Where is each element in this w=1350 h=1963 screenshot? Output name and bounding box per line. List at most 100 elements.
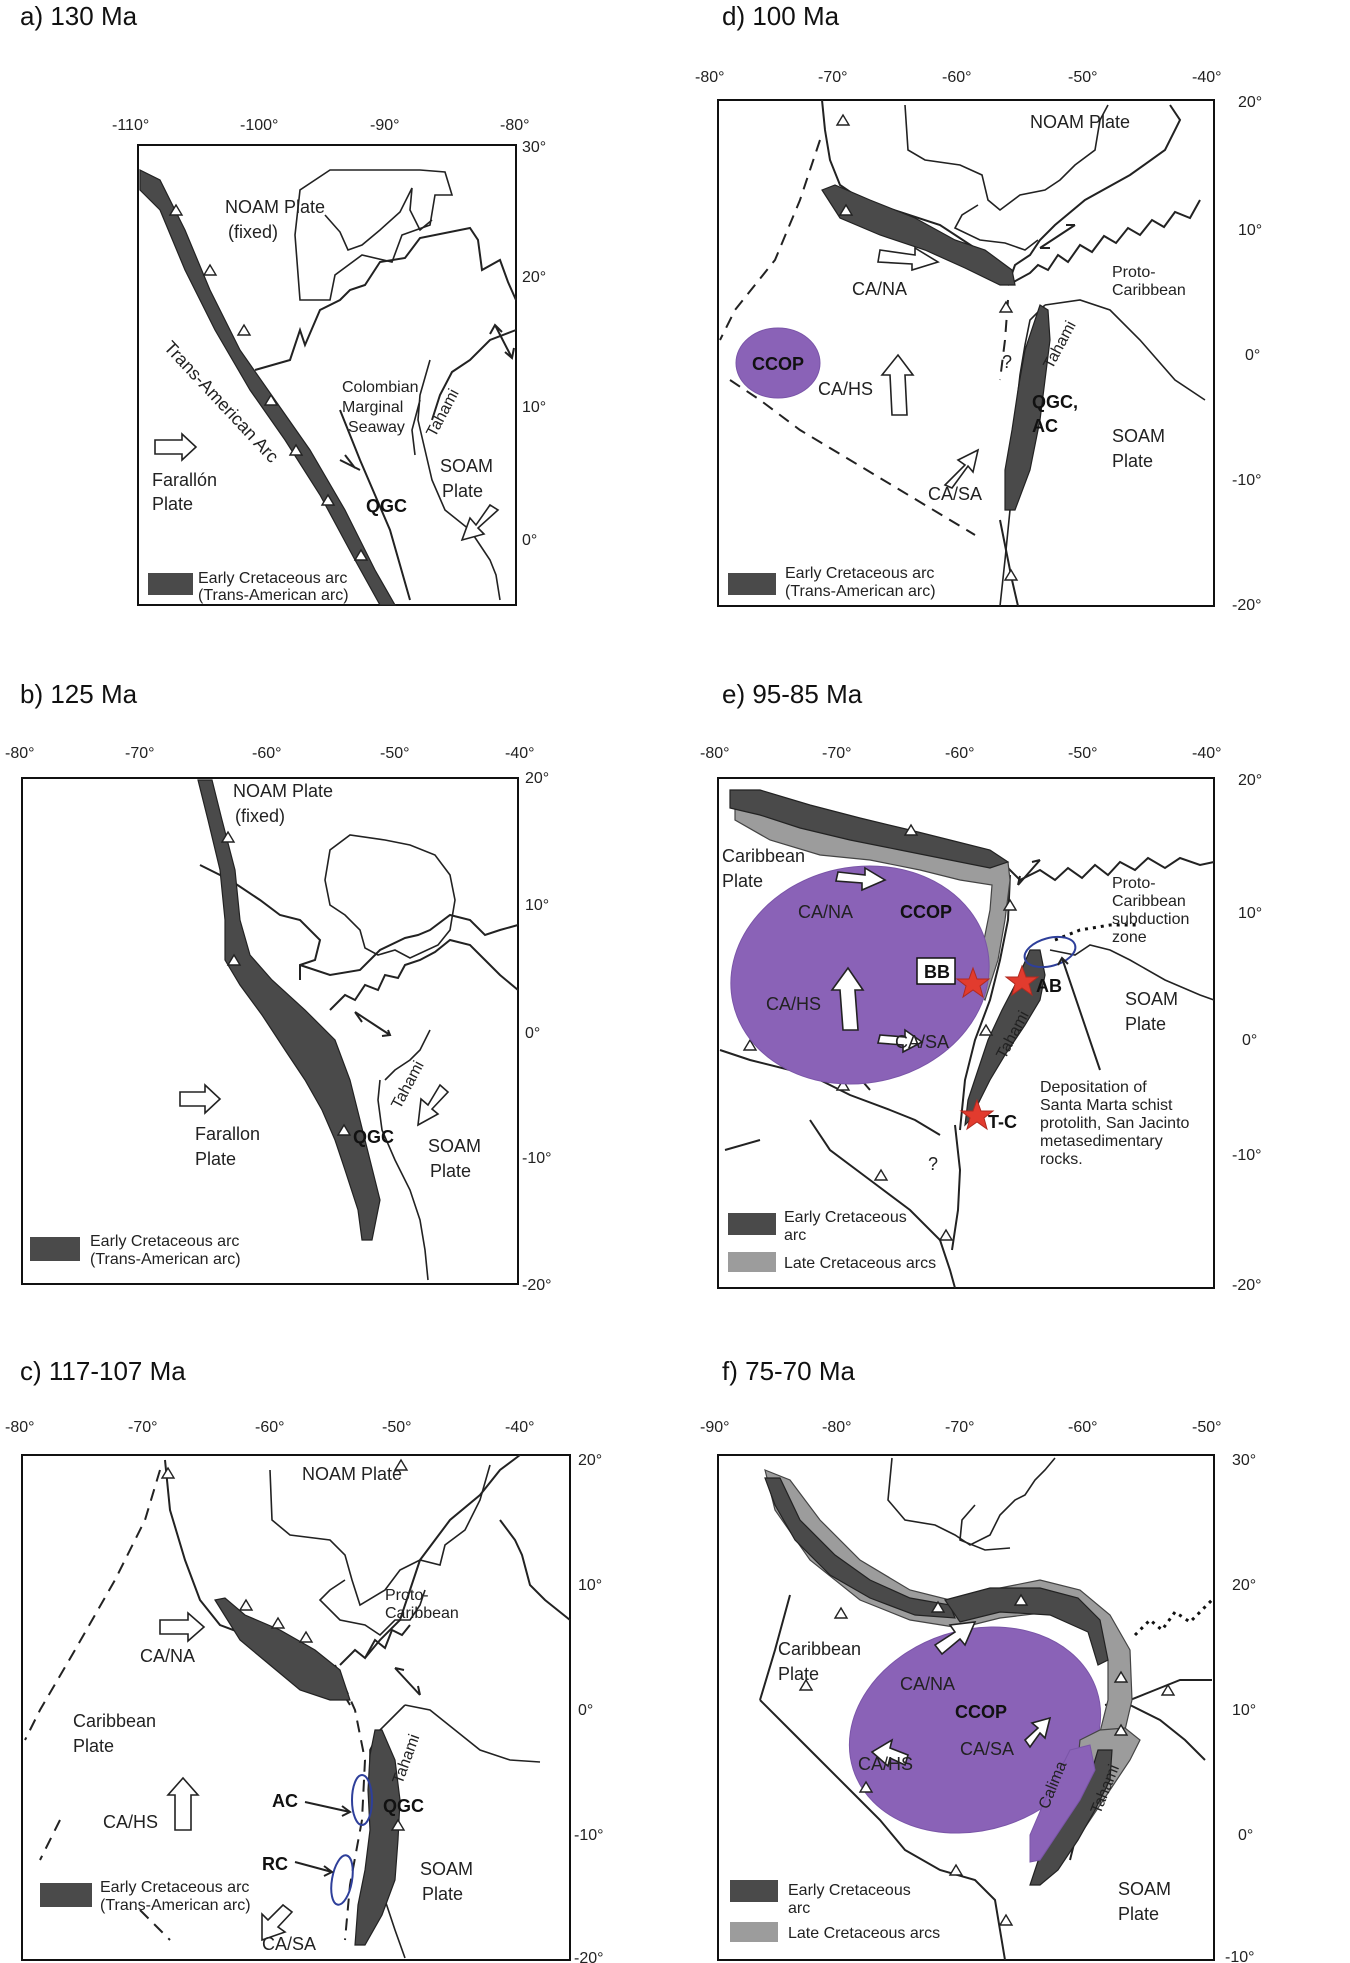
panel-c-ytick-1: 20° (578, 1452, 602, 1469)
panel-c-proto-1: Proto- (385, 1587, 429, 1604)
panel-e-legend-1b: arc (784, 1227, 806, 1244)
panel-c-casa-arrow-icon (261, 1903, 294, 1942)
panel-f: f) 75-70 Ma -90° -80° -70° -60° -50° 30°… (700, 1356, 1256, 1963)
panel-d-legend-swatch (728, 573, 776, 595)
panel-a-soam-1: SOAM (440, 456, 493, 476)
panel-b-xtick-3: -60° (252, 745, 282, 762)
panel-d-qgc-label: QGC, (1032, 392, 1078, 412)
panel-c-carib-1: Caribbean (73, 1711, 156, 1731)
panel-a-xtick-1: -110° (112, 117, 149, 134)
panel-f-soam-2: Plate (1118, 1904, 1159, 1924)
panel-c-rc-label: RC (262, 1854, 288, 1874)
panel-d-dashed-boundaries (719, 139, 1009, 536)
panel-d-proto-2: Caribbean (1112, 282, 1186, 299)
panel-b-ytick-2: 10° (525, 897, 549, 914)
panel-e-proto-4: zone (1112, 929, 1147, 946)
panel-c-qgc-label: QGC (383, 1796, 424, 1816)
panel-e-ccop-label: CCOP (900, 902, 952, 922)
panel-a-ytick-2: 20° (522, 269, 546, 286)
panel-f-dotted-ridge (1133, 1598, 1214, 1637)
panel-d-q-label: ? (1002, 352, 1012, 372)
panel-c-soam-2: Plate (422, 1884, 463, 1904)
panel-e-tc-star-icon (959, 1098, 995, 1131)
panel-e-legend-2: Late Cretaceous arcs (784, 1255, 936, 1272)
panel-b-soam-2: Plate (430, 1161, 471, 1181)
panel-a-seaway-line (339, 409, 411, 601)
panel-c-ac-ellipse (351, 1774, 373, 1826)
panel-f-subduction-teeth (798, 1593, 1176, 1926)
panel-a: a) 130 Ma -110° -100° -90° -80° 30° 20° … (20, 1, 546, 606)
panel-d-ytick-1: 20° (1238, 94, 1262, 111)
panel-c-label-arrows (294, 1801, 352, 1877)
panel-e-bb-star-icon (955, 966, 991, 999)
panel-c-legend-1: Early Cretaceous arc (100, 1879, 249, 1896)
panel-e-ab-star-icon (1004, 964, 1040, 997)
panel-a-plate-boundary (254, 226, 517, 371)
panel-f-calima-block (1029, 1744, 1096, 1863)
panel-a-subduction-teeth (168, 203, 369, 561)
panel-b-farallon-2: Plate (195, 1149, 236, 1169)
panel-e-ytick-2: 10° (1238, 905, 1262, 922)
panel-d-subduction-teeth (835, 113, 1019, 581)
panel-e-carib-2: Plate (722, 871, 763, 891)
panel-a-xtick-3: -90° (370, 117, 400, 134)
panel-a-farallon-2: Plate (152, 494, 193, 514)
panel-f-casa-label: CA/SA (960, 1739, 1014, 1759)
panel-d-ytick-4: -10° (1232, 472, 1262, 489)
panel-e-dep-4: metasedimentary (1040, 1133, 1163, 1150)
panel-c-casa-label: CA/SA (262, 1934, 316, 1954)
panel-a-cms-2: Marginal (342, 399, 403, 416)
panel-d-legend-2: (Trans-American arc) (785, 583, 936, 600)
panel-f-cana-label: CA/NA (900, 1674, 955, 1694)
panel-e-tc-label: T-C (988, 1112, 1017, 1132)
panel-d-ac-label: AC (1032, 416, 1058, 436)
panel-a-ytick-4: 0° (522, 532, 537, 549)
panel-c-xtick-1: -80° (5, 1419, 35, 1436)
panel-f-xtick-5: -50° (1192, 1419, 1222, 1436)
panel-b-xtick-4: -50° (380, 745, 410, 762)
panel-e-legend-swatch-late (728, 1252, 776, 1272)
panel-e-title: e) 95-85 Ma (722, 679, 863, 709)
panel-e-soam-coast (1049, 944, 1215, 1001)
panel-f-cahs-label: CA/HS (858, 1754, 913, 1774)
panel-c-xtick-3: -60° (255, 1419, 285, 1436)
panel-a-soam-boundary (431, 329, 517, 421)
panel-d-casa-arrow-icon (943, 448, 980, 489)
panel-c-cana-label: CA/NA (140, 1646, 195, 1666)
panel-e-casa-arrow-icon (876, 1028, 924, 1054)
panel-a-ytick-1: 30° (522, 139, 546, 156)
panel-c-noam-label: NOAM Plate (302, 1464, 402, 1484)
panel-d-noam-coast (904, 104, 1109, 212)
panel-f-xtick-1: -90° (700, 1419, 730, 1436)
panel-d-early-arc-north (821, 184, 1016, 286)
panel-a-noam-fixed: (fixed) (228, 222, 278, 242)
panel-c-xtick-5: -40° (505, 1419, 535, 1436)
panel-d-xtick-3: -60° (942, 69, 972, 86)
panel-e-soam-1: SOAM (1125, 989, 1178, 1009)
panel-c-rc-ellipse (330, 1854, 354, 1906)
panel-d-spreading-ridge (1007, 199, 1201, 286)
panel-e: e) 95-85 Ma -80° -70° -60° -50° -40° 20°… (700, 679, 1262, 1294)
panel-e-cahs-label: CA/HS (766, 994, 821, 1014)
panel-f-ytick-3: 10° (1232, 1702, 1256, 1719)
panel-c-ytick-4: -10° (574, 1827, 604, 1844)
panel-f-ytick-5: -10° (1225, 1949, 1255, 1963)
panel-c-ytick-2: 10° (578, 1577, 602, 1594)
panel-b-farallon-arrow-icon (179, 1083, 222, 1115)
panel-c-cahs-arrow-icon (166, 1776, 200, 1831)
panel-b-qgc-label: QGC (353, 1127, 394, 1147)
panel-a-title: a) 130 Ma (20, 1, 138, 31)
panel-b-soam-1: SOAM (428, 1136, 481, 1156)
panel-e-xtick-3: -60° (945, 745, 975, 762)
panel-f-title: f) 75-70 Ma (722, 1356, 855, 1386)
panel-c-plate-boundaries (164, 1454, 571, 1706)
panel-c-carib-2: Plate (73, 1736, 114, 1756)
panel-d-noam-label: NOAM Plate (1030, 112, 1130, 132)
panel-b-ytick-4: -10° (522, 1150, 552, 1167)
panel-e-spreading-ridge (1004, 856, 1215, 882)
panel-f-cahs-arrow-icon (870, 1738, 909, 1768)
panel-f-ytick-4: 0° (1238, 1827, 1253, 1844)
panel-f-cana-arrow-icon (933, 1621, 977, 1656)
panel-e-legend-swatch-early (728, 1213, 776, 1235)
panel-f-gulf-coast (959, 1504, 1011, 1551)
